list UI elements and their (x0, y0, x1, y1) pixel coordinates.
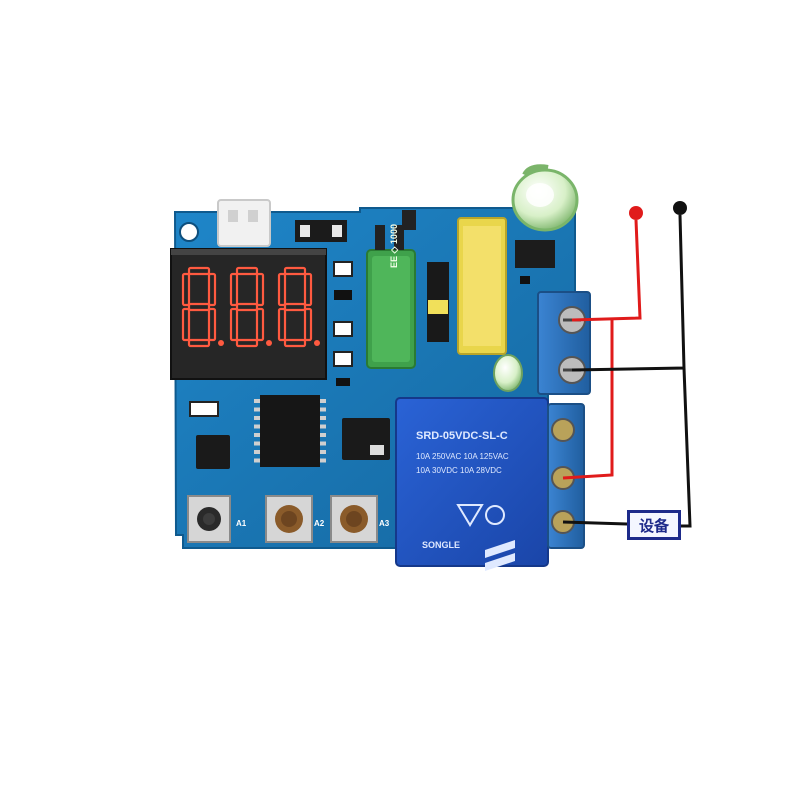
device-label-box: 设备 (627, 510, 681, 540)
relay (395, 397, 549, 571)
decimal-point (218, 340, 224, 346)
ic-pin (320, 416, 326, 420)
segment (277, 307, 287, 342)
button-label-a1: A1 (236, 519, 247, 528)
ic-pin (254, 416, 260, 420)
ic-pin (320, 407, 326, 412)
relay-model: SRD-05VDC-SL-C (416, 430, 508, 442)
ic-pin (320, 399, 326, 403)
ic-pin (254, 458, 260, 463)
segment (255, 307, 265, 342)
wiring (562, 201, 692, 528)
button-label-a2: A2 (314, 519, 325, 528)
decimal-point (314, 340, 320, 346)
segment (187, 266, 211, 276)
segment (235, 338, 259, 348)
ic-pin (320, 441, 326, 446)
decimal-point (266, 340, 272, 346)
segment (277, 272, 287, 307)
segment (235, 302, 259, 312)
segment (303, 272, 313, 307)
relay-rating-1: 10A 250VAC 10A 125VAC (416, 452, 509, 461)
push-buttons (187, 495, 378, 543)
digit-1 (181, 266, 224, 348)
segment (207, 307, 217, 342)
smd-chip-right (515, 240, 555, 268)
ic-pin (254, 424, 260, 429)
ic-pin (254, 450, 260, 454)
ic-pin (320, 458, 326, 463)
segment (235, 266, 259, 276)
segment (187, 302, 211, 312)
black-terminal-dot (673, 201, 687, 215)
segment (283, 338, 307, 348)
relay-markings: SRD-05VDC-SL-C 10A 250VAC 10A 125VAC 10A… (400, 400, 550, 565)
terminal-block-upper (537, 291, 591, 395)
ic-pin (254, 441, 260, 446)
ic-chip (254, 395, 326, 467)
white-connector (217, 199, 271, 247)
segment (229, 307, 239, 342)
segment (255, 272, 265, 307)
segment (283, 266, 307, 276)
capacitor-top (511, 164, 579, 232)
digit-2 (229, 266, 272, 348)
ic-pin (320, 450, 326, 454)
inductor-marking: EE ◇ 1000 (389, 224, 399, 268)
segment (187, 338, 211, 348)
digit-3 (277, 266, 320, 348)
relay-brand: SONGLE (422, 540, 461, 550)
seven-segment-display (170, 248, 327, 380)
segment (229, 272, 239, 307)
smd-components (333, 261, 353, 386)
ic-pin (320, 424, 326, 429)
device-label: 设备 (638, 516, 669, 535)
ic-pin (254, 407, 260, 412)
segment (207, 272, 217, 307)
red-terminal-dot (629, 206, 643, 220)
relay-rating-2: 10A 30VDC 10A 28VDC (416, 466, 502, 475)
mounting-hole (179, 222, 199, 242)
terminal-block-lower (547, 403, 585, 549)
segment (283, 302, 307, 312)
segment (303, 307, 313, 342)
ic-pin (254, 399, 260, 403)
capacitor-small (493, 354, 523, 392)
ic-pin (254, 433, 260, 437)
segment (181, 307, 191, 342)
button-label-a3: A3 (379, 519, 390, 528)
segment (181, 272, 191, 307)
ic-pin (320, 433, 326, 437)
smd-left (189, 401, 219, 417)
